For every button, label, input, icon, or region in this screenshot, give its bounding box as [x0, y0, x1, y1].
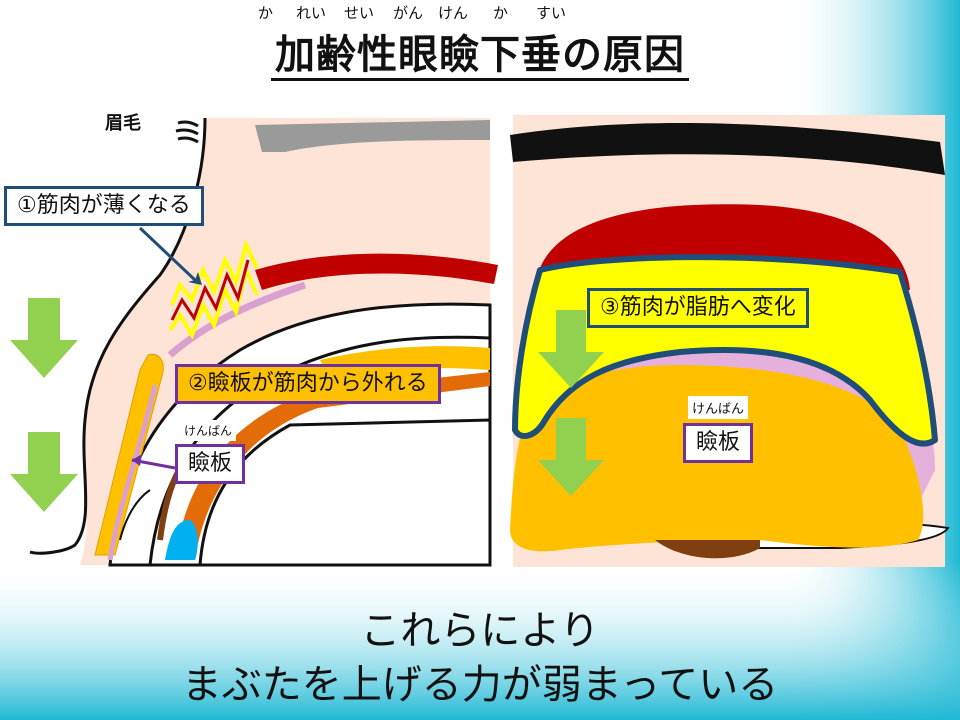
eyebrow-hair-icon	[175, 120, 199, 144]
callout-tarsus-detached: ②瞼板が筋肉から外れる	[175, 364, 441, 404]
page-title: 加齢性眼瞼下垂の原因	[0, 22, 960, 81]
title-ruby: か れい せい がん けん か すい	[0, 2, 960, 24]
conclusion-line-2: まぶたを上げる力が弱まっている	[181, 662, 779, 708]
ruby-rei: れい	[296, 4, 327, 22]
down-arrow-icon	[538, 310, 604, 388]
down-arrow-icon	[10, 432, 78, 512]
ruby-sui: すい	[536, 4, 567, 22]
orbicularis-wave-red	[170, 259, 250, 322]
cornea-icon	[165, 520, 198, 560]
page-title-text: 加齢性眼瞼下垂の原因	[271, 32, 689, 81]
callout-muscle-to-fat: ③筋肉が脂肪へ変化	[587, 288, 809, 328]
skin-outline	[29, 117, 207, 555]
tarsus-label-left: 瞼板	[175, 444, 246, 484]
eyebrow-shape	[255, 120, 490, 152]
ruby-sei: せい	[344, 4, 375, 22]
conclusion-line-1: これらにより	[360, 608, 600, 654]
levator-muscle-upper	[255, 253, 498, 290]
pink-membrane-lower	[107, 384, 158, 561]
orbicularis-wave-yellow-2	[170, 239, 259, 306]
ruby-ka: か	[258, 4, 274, 22]
ruby-ken: けん	[438, 4, 469, 22]
right-eyebrow	[510, 123, 945, 175]
eyebrow-label: 眉毛	[105, 113, 141, 134]
callout-1-leader	[138, 226, 197, 282]
tarsus-label-right: 瞼板	[683, 423, 754, 463]
background-gradient-bottom	[0, 560, 960, 720]
ruby-ka2: か	[493, 4, 509, 22]
tarsus-plate	[94, 353, 164, 556]
down-arrow-icon	[538, 418, 604, 496]
tarsus-ruby-right: けんばん	[688, 396, 749, 419]
callout-muscle-thin: ①筋肉が薄くなる	[4, 186, 204, 226]
pupil	[655, 540, 760, 559]
ruby-gan: がん	[393, 4, 424, 22]
down-arrow-icon	[10, 298, 78, 378]
tarsus-ruby-left: けんばん	[180, 420, 237, 441]
